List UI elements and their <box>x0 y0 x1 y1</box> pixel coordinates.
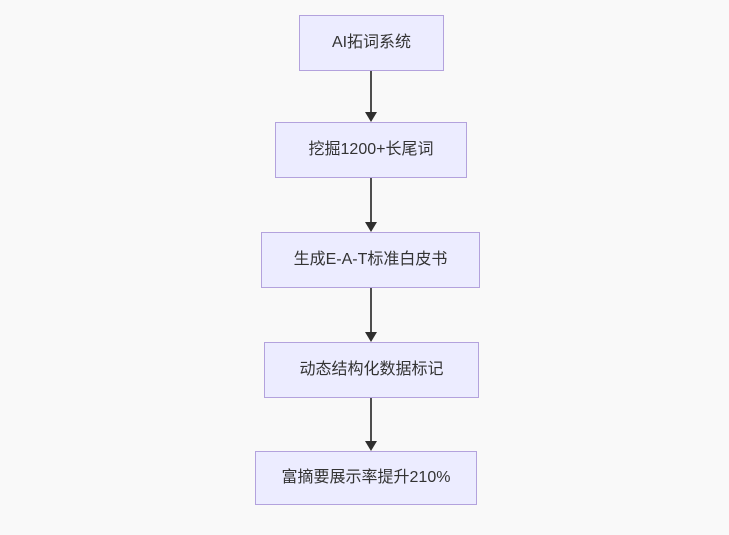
flow-node-ai-word-expansion: AI拓词系统 <box>299 15 444 71</box>
arrowhead-down-icon <box>365 332 377 342</box>
flow-node-longtail-mining: 挖掘1200+长尾词 <box>275 122 467 178</box>
flow-node-label: 动态结构化数据标记 <box>299 361 444 378</box>
edge-line <box>370 398 372 443</box>
flow-node-eat-whitepaper: 生成E-A-T标准白皮书 <box>261 232 480 288</box>
flow-node-label: 富摘要展示率提升210% <box>281 469 451 486</box>
flow-edge-n4-n5 <box>365 398 377 451</box>
edge-line <box>370 288 372 334</box>
flow-node-structured-data-markup: 动态结构化数据标记 <box>264 342 479 398</box>
flow-node-label: AI拓词系统 <box>331 34 412 51</box>
arrowhead-down-icon <box>365 441 377 451</box>
edge-line <box>370 71 372 114</box>
flow-node-rich-snippet-result: 富摘要展示率提升210% <box>255 451 477 505</box>
flow-edge-n3-n4 <box>365 288 377 342</box>
flow-node-label: 挖掘1200+长尾词 <box>308 141 434 158</box>
arrowhead-down-icon <box>365 112 377 122</box>
flow-node-label: 生成E-A-T标准白皮书 <box>293 251 448 268</box>
arrowhead-down-icon <box>365 222 377 232</box>
flow-edge-n2-n3 <box>365 178 377 232</box>
edge-line <box>370 178 372 224</box>
flow-edge-n1-n2 <box>365 71 377 122</box>
